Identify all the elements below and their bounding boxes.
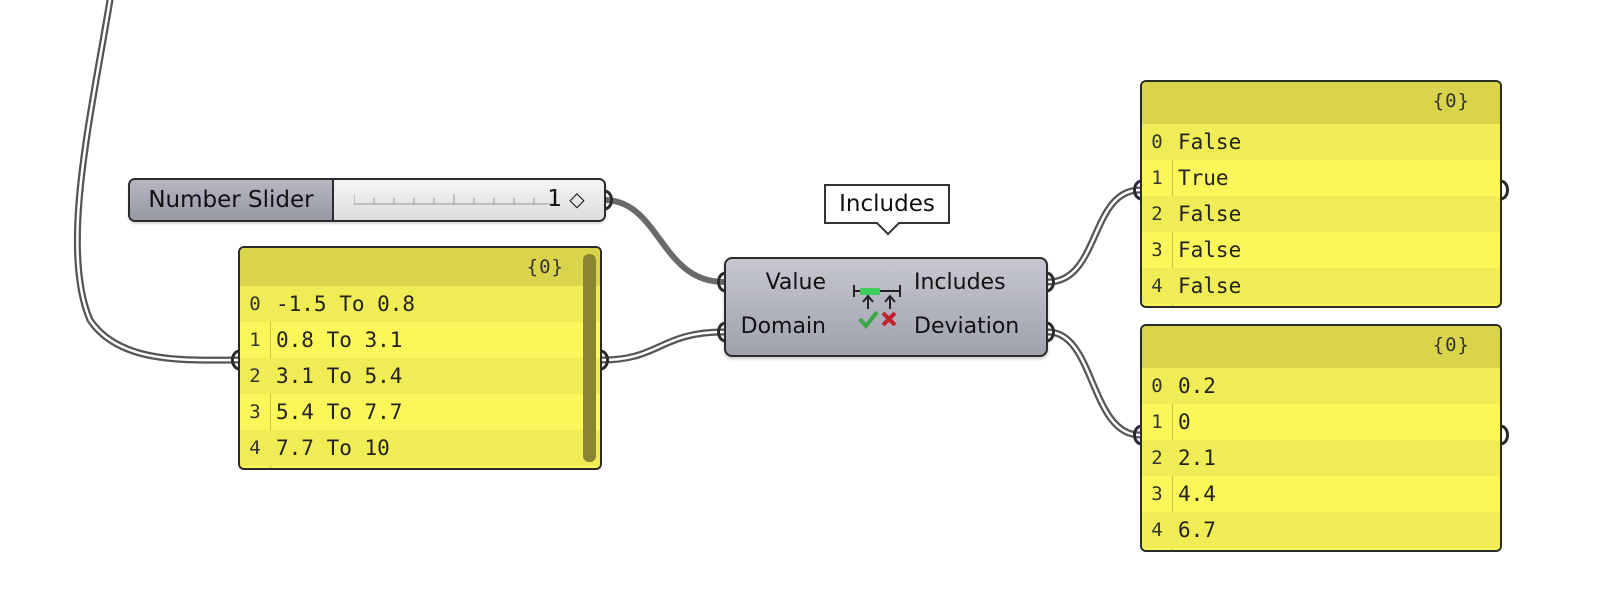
row-value: False xyxy=(1178,130,1242,154)
row-index: 0 xyxy=(1151,375,1163,397)
row-value: 5.4 To 7.7 xyxy=(276,400,403,424)
panel-row: 0 False xyxy=(1142,124,1500,160)
domain-panel[interactable]: {0} 0 -1.5 To 0.8 1 0.8 To 3.1 2 3.1 To 5.4… xyxy=(238,246,602,470)
output-deviation-label[interactable]: Deviation xyxy=(914,314,1020,339)
row-value: False xyxy=(1178,202,1242,226)
row-index: 4 xyxy=(1151,519,1163,541)
input-value-label[interactable]: Value xyxy=(765,270,826,295)
wire-slider-value xyxy=(601,197,727,285)
row-value: 0.8 To 3.1 xyxy=(276,328,403,352)
row-index: 1 xyxy=(1151,411,1163,433)
row-index: 3 xyxy=(1151,483,1163,505)
component-tooltip: Includes xyxy=(824,184,950,224)
deviation-panel-output-grip[interactable] xyxy=(1500,424,1514,446)
row-value: False xyxy=(1178,274,1242,298)
row-index: 0 xyxy=(1151,131,1163,153)
number-slider[interactable]: Number Slider 1 ◇ xyxy=(128,178,606,222)
value-input-grip[interactable] xyxy=(714,271,728,293)
row-value: False xyxy=(1178,238,1242,262)
index-column xyxy=(1142,326,1173,550)
row-value: -1.5 To 0.8 xyxy=(276,292,416,316)
slider-output-grip[interactable] xyxy=(604,189,618,211)
row-value: 6.7 xyxy=(1178,518,1216,542)
row-index: 2 xyxy=(1151,203,1163,225)
includes-output-grip[interactable] xyxy=(1046,271,1060,293)
deviation-panel-input-grip[interactable] xyxy=(1130,424,1144,446)
panel-header: {0} xyxy=(240,248,600,286)
row-index: 1 xyxy=(1151,167,1163,189)
index-column xyxy=(1142,82,1173,306)
row-index: 1 xyxy=(249,329,261,351)
panel-row: 1 True xyxy=(1142,160,1500,196)
row-index: 4 xyxy=(1151,275,1163,297)
row-value: True xyxy=(1178,166,1229,190)
panel-row: 1 0.8 To 3.1 xyxy=(240,322,600,358)
row-index: 4 xyxy=(249,437,261,459)
panel-path: {0} xyxy=(1432,90,1470,112)
includes-icon xyxy=(853,285,901,330)
panel-row: 2 3.1 To 5.4 xyxy=(240,358,600,394)
row-value: 4.4 xyxy=(1178,482,1216,506)
row-index: 0 xyxy=(249,293,261,315)
tooltip-arrow xyxy=(876,222,900,236)
includes-component[interactable]: Value Domain Includes Deviation xyxy=(724,257,1048,357)
slider-label: Number Slider xyxy=(130,180,334,220)
panel-path: {0} xyxy=(1432,334,1470,356)
row-value: 7.7 To 10 xyxy=(276,436,390,460)
input-domain-label[interactable]: Domain xyxy=(740,314,826,339)
row-value: 3.1 To 5.4 xyxy=(276,364,403,388)
row-index: 3 xyxy=(1151,239,1163,261)
panel-header: {0} xyxy=(1142,326,1500,368)
output-includes-label[interactable]: Includes xyxy=(914,270,1006,295)
row-index: 2 xyxy=(249,365,261,387)
row-value: 0 xyxy=(1178,410,1191,434)
domain-input-grip[interactable] xyxy=(714,321,728,343)
panel-row: 3 5.4 To 7.7 xyxy=(240,394,600,430)
panel-row: 0 -1.5 To 0.8 xyxy=(240,286,600,322)
domain-panel-output-grip[interactable] xyxy=(600,349,614,371)
slider-track[interactable]: 1 ◇ xyxy=(334,180,604,220)
deviation-output-grip[interactable] xyxy=(1046,321,1060,343)
row-value: 2.1 xyxy=(1178,446,1216,470)
panel-row: 3 False xyxy=(1142,232,1500,268)
row-index: 2 xyxy=(1151,447,1163,469)
row-value: 0.2 xyxy=(1178,374,1216,398)
panel-path: {0} xyxy=(526,256,564,278)
slider-ticks xyxy=(354,194,554,205)
slider-grip-icon[interactable]: ◇ xyxy=(569,187,585,211)
includes-panel-input-grip[interactable] xyxy=(1130,179,1144,201)
panel-row: 4 False xyxy=(1142,268,1500,304)
panel-row: 2 False xyxy=(1142,196,1500,232)
row-index: 3 xyxy=(249,401,261,423)
panel-row: 4 7.7 To 10 xyxy=(240,430,600,466)
panel-header: {0} xyxy=(1142,82,1500,124)
panel-scrollbar[interactable] xyxy=(583,254,596,462)
slider-value: 1 xyxy=(547,186,562,212)
includes-panel-output-grip[interactable] xyxy=(1500,179,1514,201)
domain-panel-input-grip[interactable] xyxy=(228,349,242,371)
